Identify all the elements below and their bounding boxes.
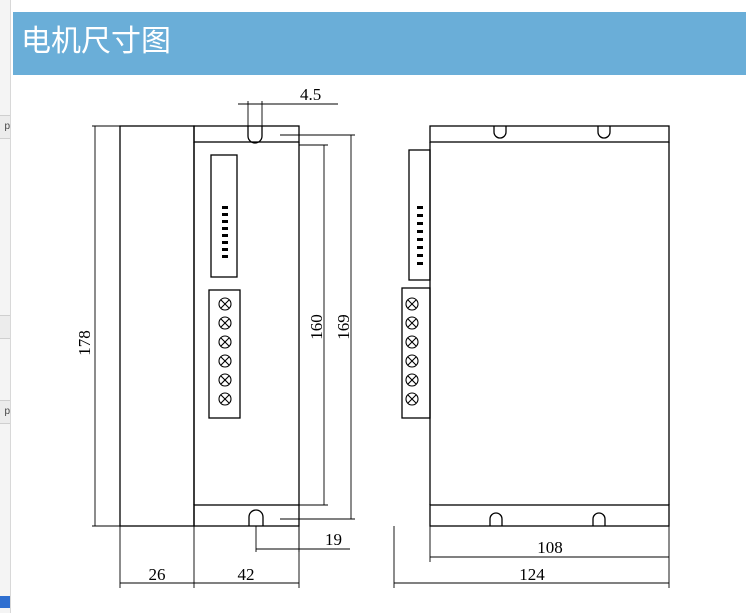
- led-indicator: [222, 241, 228, 244]
- led-indicator: [222, 227, 228, 230]
- terminal-screw: [405, 297, 419, 311]
- edge-tab: p: [0, 400, 10, 424]
- dim-total-height: 178: [75, 330, 94, 356]
- terminal-screw-slot: [407, 394, 417, 404]
- terminal-screw: [405, 354, 419, 368]
- heatsink-body: [119, 125, 195, 527]
- terminal-screw: [218, 297, 232, 311]
- terminal-screw-slot: [220, 337, 230, 347]
- edge-tab: p: [0, 115, 10, 139]
- terminal-screw-slot: [407, 375, 417, 385]
- led-indicator: [417, 214, 423, 217]
- terminal-screw-slot: [220, 299, 230, 309]
- front-top-slot-left: [493, 126, 507, 139]
- terminal-screw: [218, 392, 232, 406]
- terminal-screw-slot: [407, 356, 417, 366]
- front-bottom-slot-left: [489, 512, 503, 526]
- dim-body-depth: 42: [238, 565, 255, 584]
- terminal-screw-slot: [407, 318, 417, 328]
- terminal-screw: [405, 373, 419, 387]
- led-indicator: [222, 234, 228, 237]
- dim-slot-span: 169: [334, 314, 353, 340]
- led-indicator: [417, 206, 423, 209]
- terminal-screw: [405, 392, 419, 406]
- terminal-screw: [218, 354, 232, 368]
- front-top-flange: [429, 125, 670, 143]
- section-title: 电机尺寸图: [21, 24, 171, 59]
- dim-mount-spacing: 108: [537, 538, 563, 557]
- led-indicator: [222, 213, 228, 216]
- led-indicator: [417, 254, 423, 257]
- front-led-panel: [408, 149, 431, 281]
- front-top-slot-right: [597, 126, 611, 139]
- terminal-block: [208, 289, 241, 419]
- section-header: 电机尺寸图: [13, 12, 746, 75]
- led-indicator: [417, 222, 423, 225]
- led-indicator: [417, 230, 423, 233]
- dim-heatsink-depth: 26: [149, 565, 166, 584]
- dim-total-width: 124: [519, 565, 545, 584]
- dim-inner-height: 160: [307, 314, 326, 340]
- terminal-screw-slot: [220, 375, 230, 385]
- page-marker: [0, 596, 10, 608]
- terminal-screw: [405, 335, 419, 349]
- terminal-screw-slot: [220, 318, 230, 328]
- terminal-screw: [218, 335, 232, 349]
- terminal-screw-slot: [220, 356, 230, 366]
- bottom-slot: [248, 509, 264, 526]
- terminal-screw: [405, 316, 419, 330]
- bottom-flange: [193, 504, 300, 527]
- front-terminal-block: [401, 287, 431, 419]
- terminal-screw-slot: [407, 299, 417, 309]
- led-indicator: [222, 248, 228, 251]
- led-indicator: [417, 238, 423, 241]
- terminal-screw-slot: [407, 337, 417, 347]
- led-indicator: [417, 246, 423, 249]
- led-panel: [210, 154, 238, 278]
- led-indicator: [222, 255, 228, 258]
- front-bottom-slot-right: [592, 512, 606, 526]
- led-indicator: [222, 220, 228, 223]
- front-bottom-flange: [429, 504, 670, 527]
- terminal-screw-slot: [220, 394, 230, 404]
- top-flange: [193, 125, 300, 143]
- dim-slot-width: 4.5: [300, 85, 321, 104]
- led-indicator: [417, 262, 423, 265]
- terminal-screw: [218, 373, 232, 387]
- edge-tab: [0, 315, 10, 339]
- terminal-screw: [218, 316, 232, 330]
- dim-bottom-offset: 19: [325, 530, 342, 549]
- left-page-edge: p p: [0, 0, 11, 613]
- top-slot: [247, 126, 263, 144]
- led-indicator: [222, 206, 228, 209]
